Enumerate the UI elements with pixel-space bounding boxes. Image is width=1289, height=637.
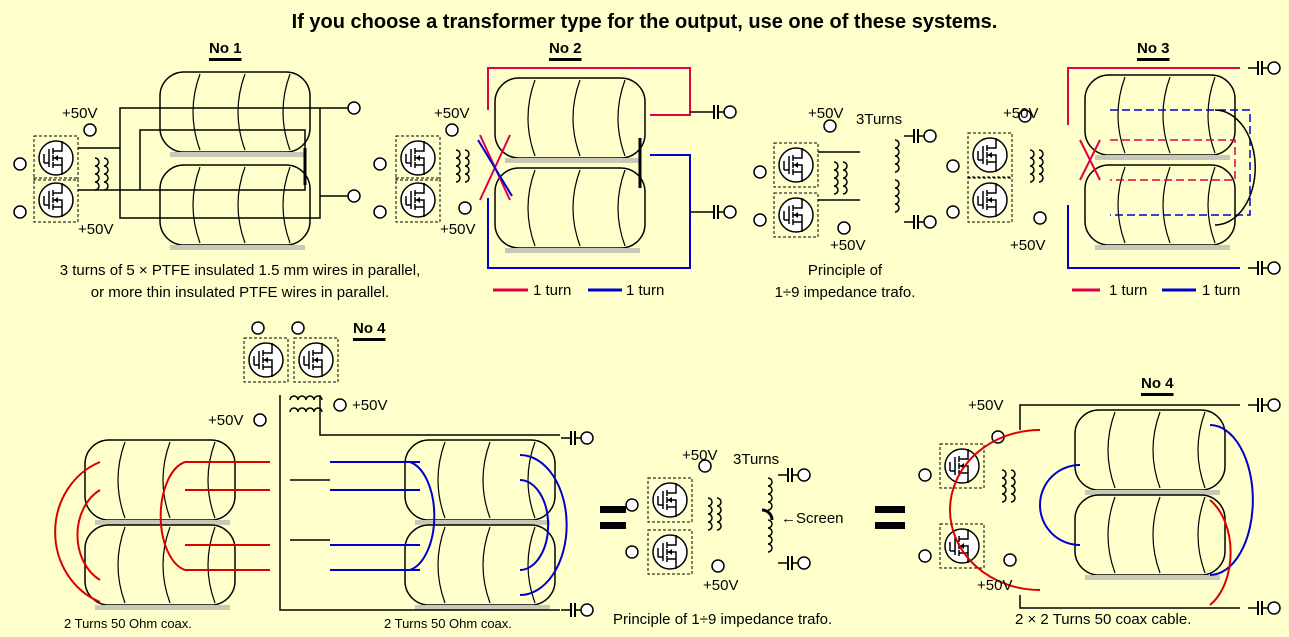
supply-label: +50V — [977, 577, 1013, 594]
caption-no1: 3 turns of 5 × PTFE insulated 1.5 mm wir… — [10, 260, 470, 304]
caption-coax-right: 2 Turns 50 Ohm coax. — [384, 616, 512, 631]
system-principle-top — [753, 119, 937, 238]
caption-line: 3 turns of 5 × PTFE insulated 1.5 mm wir… — [59, 262, 421, 279]
legend-blue-turn: 1 turn — [626, 282, 665, 299]
caption-principle-bottom: Principle of 1÷9 impedance trafo. — [613, 611, 833, 628]
legend-blue-turn: 1 turn — [1202, 282, 1241, 299]
supply-label: +50V — [434, 105, 470, 122]
system-no1 — [13, 71, 361, 251]
heading-no1: No 1 — [209, 40, 242, 57]
heading-no4-left: No 4 — [353, 320, 386, 337]
supply-label: +50V — [1003, 105, 1039, 122]
legend-red-turn: 1 turn — [533, 282, 572, 299]
system-principle-bottom — [625, 459, 905, 575]
caption-line: 1÷9 impedance trafo. — [774, 283, 916, 301]
supply-label: +50V — [440, 221, 476, 238]
supply-label: +50V — [703, 577, 739, 594]
system-no4-right — [918, 397, 1281, 616]
caption-principle-top: Principle of 1÷9 impedance trafo. — [740, 260, 950, 304]
supply-label: +50V — [352, 397, 388, 414]
system-no4-left — [54, 321, 626, 618]
heading-no2: No 2 — [549, 40, 582, 57]
heading-no3: No 3 — [1137, 40, 1170, 57]
page-title: If you choose a transformer type for the… — [291, 11, 998, 33]
caption-no4-right: 2 × 2 Turns 50 coax cable. — [1015, 611, 1192, 628]
screen-label: ←Screen — [781, 510, 844, 527]
legend-red-turn: 1 turn — [1109, 282, 1148, 299]
supply-label: +50V — [78, 221, 114, 238]
caption-coax-left: 2 Turns 50 Ohm coax. — [64, 616, 192, 631]
system-no2 — [373, 67, 737, 292]
supply-label: +50V — [208, 412, 244, 429]
caption-line: Principle of — [807, 262, 883, 279]
turns-label: 3Turns — [733, 451, 780, 468]
caption-line: or more thin insulated PTFE wires in par… — [90, 283, 390, 301]
supply-label: +50V — [830, 237, 866, 254]
heading-no4-right: No 4 — [1141, 375, 1174, 392]
system-no3 — [946, 60, 1281, 292]
supply-label: +50V — [808, 105, 844, 122]
supply-label: +50V — [682, 447, 718, 464]
supply-label: +50V — [968, 397, 1004, 414]
supply-label: +50V — [1010, 237, 1046, 254]
supply-label: +50V — [62, 105, 98, 122]
turns-label: 3Turns — [856, 111, 903, 128]
